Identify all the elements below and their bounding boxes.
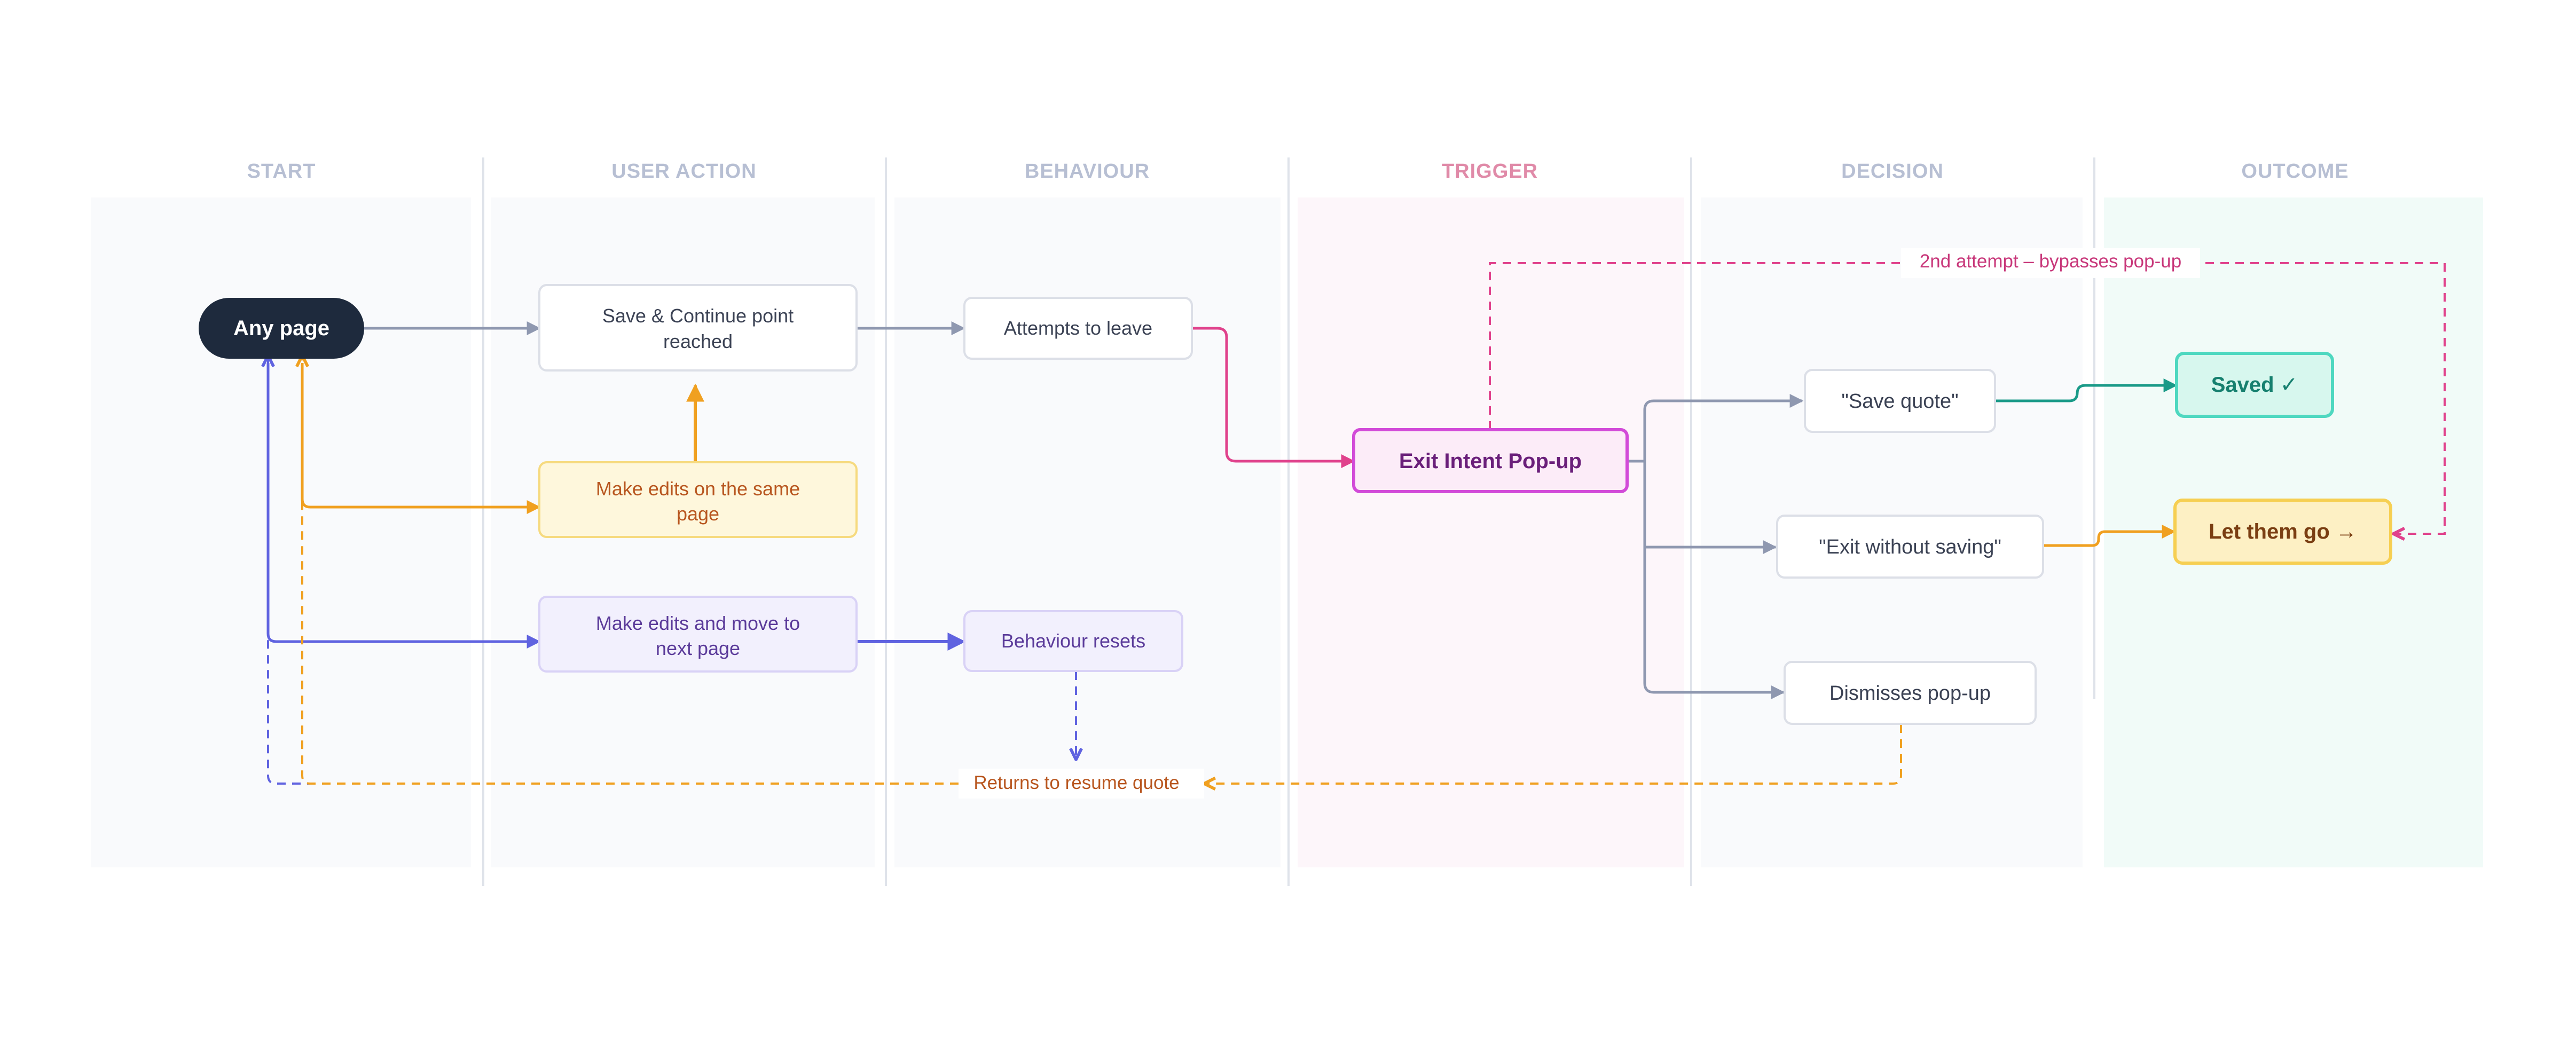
node-save-quote-shape [1804, 369, 1996, 433]
edge-labels: 2nd attempt – bypasses pop-up Returns to… [959, 248, 2200, 799]
node-any-page-label: Any page [233, 317, 329, 340]
node-exit-without-saving-shape [1776, 515, 2044, 579]
node-make-edits-same-page[interactable]: Make edits on the same page [538, 461, 858, 538]
arrow-popup-to-dismisses [1643, 683, 1785, 699]
return-path-orange-left [302, 355, 959, 785]
arrow-exit-to-let-them-go [2043, 525, 2176, 547]
node-behaviour-resets-label: Behaviour resets [1001, 630, 1145, 652]
node-save-continue[interactable]: Save & Continue point reached [538, 284, 858, 372]
bypass-path-second-attempt [1489, 262, 2446, 534]
node-any-page-shape [199, 298, 364, 359]
lane-dividers [482, 157, 2095, 886]
second-attempt-label: 2nd attempt – bypasses pop-up [1920, 251, 2181, 272]
node-make-edits-next-page[interactable]: Make edits and move to next page [538, 596, 858, 673]
node-exit-intent-popup-label: Exit Intent Pop-up [1399, 449, 1582, 473]
node-behaviour-resets[interactable]: Behaviour resets [963, 610, 1183, 672]
node-dismisses-popup[interactable]: Dismisses pop-up [1784, 661, 2037, 725]
arrow-attempts-to-popup [1192, 327, 1355, 468]
node-make-edits-same-shape [538, 461, 858, 538]
node-make-edits-next-label-line2: next page [656, 637, 740, 659]
node-any-page[interactable]: Any page [199, 298, 364, 359]
node-attempts-to-leave-label: Attempts to leave [1004, 317, 1152, 339]
node-save-continue-label-line2: reached [663, 330, 733, 352]
node-exit-without-saving-label: "Exit without saving" [1819, 536, 2001, 558]
lane-header-trigger: TRIGGER [1442, 160, 1538, 183]
lane-bg-trigger [1298, 197, 1684, 867]
node-save-quote[interactable]: "Save quote" [1804, 369, 1996, 433]
node-make-edits-next-label-line1: Make edits and move to [596, 612, 800, 634]
arrow-save-quote-to-saved [1995, 378, 2178, 402]
node-attempts-to-leave[interactable]: Attempts to leave [963, 297, 1193, 360]
lane-headers: START USER ACTION BEHAVIOUR TRIGGER DECI… [247, 160, 2349, 183]
node-dismisses-popup-label: Dismisses pop-up [1829, 682, 1991, 705]
node-let-them-go-shape [2173, 499, 2392, 565]
node-save-quote-label: "Save quote" [1841, 390, 1958, 413]
node-behaviour-resets-shape [963, 610, 1183, 672]
node-exit-intent-popup[interactable]: Exit Intent Pop-up [1352, 428, 1629, 493]
node-let-them-go-label: Let them go → [2209, 520, 2357, 543]
nodes: Any page Save & Continue point reached A… [199, 284, 2392, 725]
returns-label-bg [959, 769, 1204, 799]
connectors [268, 262, 2446, 785]
node-exit-without-saving[interactable]: "Exit without saving" [1776, 515, 2044, 579]
lane-header-decision: DECISION [1841, 160, 1944, 183]
lane-header-start: START [247, 160, 316, 183]
second-attempt-label-bg [1901, 248, 2200, 278]
node-make-edits-next-shape [538, 596, 858, 673]
arrow-any-page-to-make-edits-same [301, 363, 541, 514]
returns-to-resume-label: Returns to resume quote [973, 772, 1179, 793]
node-saved-shape [2175, 352, 2334, 418]
node-saved-label: Saved ✓ [2211, 373, 2298, 397]
node-make-edits-same-label-line2: page [677, 503, 719, 525]
node-save-continue-label-line1: Save & Continue point [602, 305, 794, 327]
node-exit-intent-popup-shape [1352, 428, 1629, 493]
lane-header-behaviour: BEHAVIOUR [1025, 160, 1150, 183]
lane-header-user-action: USER ACTION [611, 160, 756, 183]
node-make-edits-same-label-line1: Make edits on the same [596, 478, 800, 500]
lane-header-outcome: OUTCOME [2241, 160, 2349, 183]
node-attempts-to-leave-shape [963, 297, 1193, 360]
return-path-indigo [268, 355, 959, 785]
node-saved[interactable]: Saved ✓ [2175, 352, 2334, 418]
arrow-popup-to-save-quote [1643, 394, 1804, 683]
node-save-continue-shape [538, 284, 858, 372]
return-path-orange-right [1204, 724, 1902, 784]
node-dismisses-popup-shape [1784, 661, 2037, 725]
node-let-them-go[interactable]: Let them go → [2173, 499, 2392, 565]
